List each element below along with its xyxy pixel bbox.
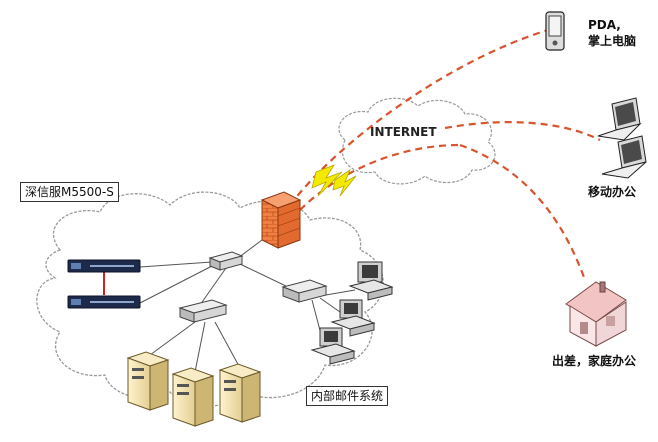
pda-label-line1: PDA, <box>588 18 621 32</box>
vpn-link-home <box>459 143 587 281</box>
vpn-link-inner <box>299 143 461 211</box>
vpn-links <box>289 28 601 281</box>
mobile-office-label: 移动办公 <box>588 185 637 199</box>
laptop-icon-1 <box>597 97 642 141</box>
pda-label-line2: 掌上电脑 <box>588 34 637 48</box>
internet-cloud <box>338 97 496 185</box>
server-2 <box>171 367 215 427</box>
vpn-link-pda <box>289 28 549 206</box>
house-icon <box>565 281 627 347</box>
internet-label: INTERNET <box>370 125 437 139</box>
vpn-appliance-primary <box>67 259 141 273</box>
workstation-3 <box>310 327 356 365</box>
vpn-appliance-secondary <box>67 295 141 309</box>
workstation-2 <box>330 299 376 337</box>
server-1 <box>126 351 170 411</box>
lan-wiring <box>103 239 356 373</box>
mail-system-label: 内部邮件系统 <box>306 386 389 406</box>
business-home-label: 出差，家庭办公 <box>552 354 637 368</box>
workstation-1 <box>348 261 394 301</box>
lightning-icon <box>311 164 357 197</box>
lan-cloud <box>36 191 384 407</box>
laptop-icon-2 <box>601 135 647 179</box>
pda-icon <box>545 11 565 51</box>
firewall-icon <box>260 191 302 249</box>
switch-workstations <box>281 279 328 303</box>
pda-label: PDA, 掌上电脑 <box>588 17 636 49</box>
switch-core <box>208 251 244 271</box>
device-model-label: 深信服M5500-S <box>20 182 119 202</box>
server-3 <box>218 363 262 423</box>
switch-servers <box>178 299 228 323</box>
